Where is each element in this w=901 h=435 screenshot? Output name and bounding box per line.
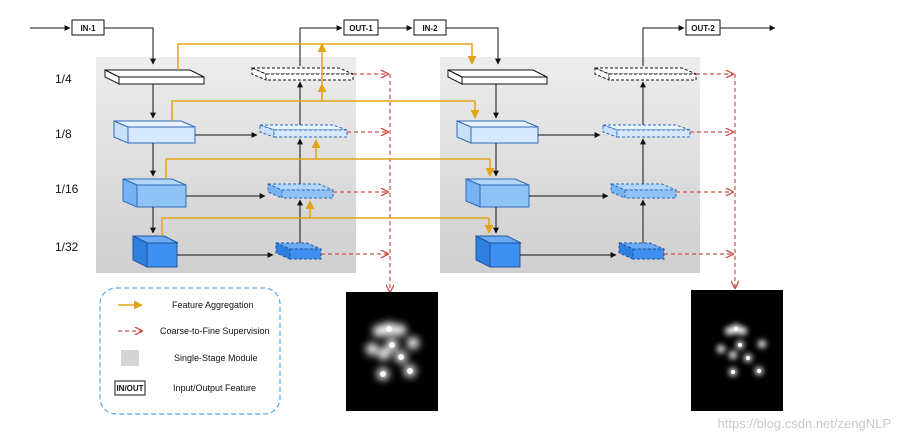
legend-aggregation-label: Feature Aggregation <box>172 300 254 310</box>
watermark: https://blog.csdn.net/zengNLP <box>718 416 891 431</box>
m2-encoder-1-8 <box>456 120 539 144</box>
m1-encoder-1-4 <box>104 69 205 85</box>
m1-encoder-1-8 <box>113 120 196 144</box>
m1-decoder-1-8 <box>259 124 348 138</box>
m2-decoder-1-8 <box>602 124 691 138</box>
legend-module-label: Single-Stage Module <box>174 353 258 363</box>
legend-io-badge <box>114 380 146 396</box>
module-1-connections <box>150 81 303 258</box>
legend-io-badge-label: IN/OUT <box>116 384 143 393</box>
legend-module-swatch <box>121 350 139 366</box>
m1-decoder-1-16 <box>267 183 334 199</box>
out-2-label: OUT-2 <box>691 24 715 33</box>
io-flow: IN-1 OUT-1 IN-2 OUT-2 <box>30 19 776 66</box>
module-1-aggregation <box>161 43 477 236</box>
scale-label-1-4: 1/4 <box>55 72 72 86</box>
m2-decoder-1-16 <box>610 183 677 199</box>
m1-encoder-1-16 <box>122 178 187 208</box>
module-2-connections <box>493 81 646 258</box>
m1-decoder-1-4 <box>251 67 354 81</box>
heatmap-output-2 <box>691 290 783 411</box>
out-1-label: OUT-1 <box>349 24 373 33</box>
m2-encoder-1-32 <box>475 235 522 268</box>
legend-io-label: Input/Output Feature <box>173 383 256 393</box>
m2-decoder-1-32 <box>618 242 665 260</box>
m1-encoder-1-32 <box>132 235 179 268</box>
module-2-aggregation <box>310 100 495 234</box>
module-2-blocks <box>447 67 697 268</box>
scale-label-1-16: 1/16 <box>55 182 79 196</box>
m1-decoder-1-32 <box>275 242 322 260</box>
in-1-label: IN-1 <box>80 24 96 33</box>
m2-encoder-1-4 <box>447 69 548 85</box>
scale-label-1-8: 1/8 <box>55 127 72 141</box>
in-2-label: IN-2 <box>422 24 438 33</box>
legend-frame <box>99 287 281 415</box>
module-1-supervision <box>321 74 390 292</box>
m2-encoder-1-16 <box>465 178 530 208</box>
m2-decoder-1-4 <box>594 67 697 81</box>
module-1-blocks <box>104 67 354 268</box>
scale-label-1-32: 1/32 <box>55 240 79 254</box>
module-2-supervision <box>664 74 735 288</box>
legend: Feature Aggregation Coarse-to-Fine Super… <box>99 287 281 415</box>
heatmap-output-1 <box>346 292 438 411</box>
legend-supervision-label: Coarse-to-Fine Supervision <box>160 326 270 336</box>
